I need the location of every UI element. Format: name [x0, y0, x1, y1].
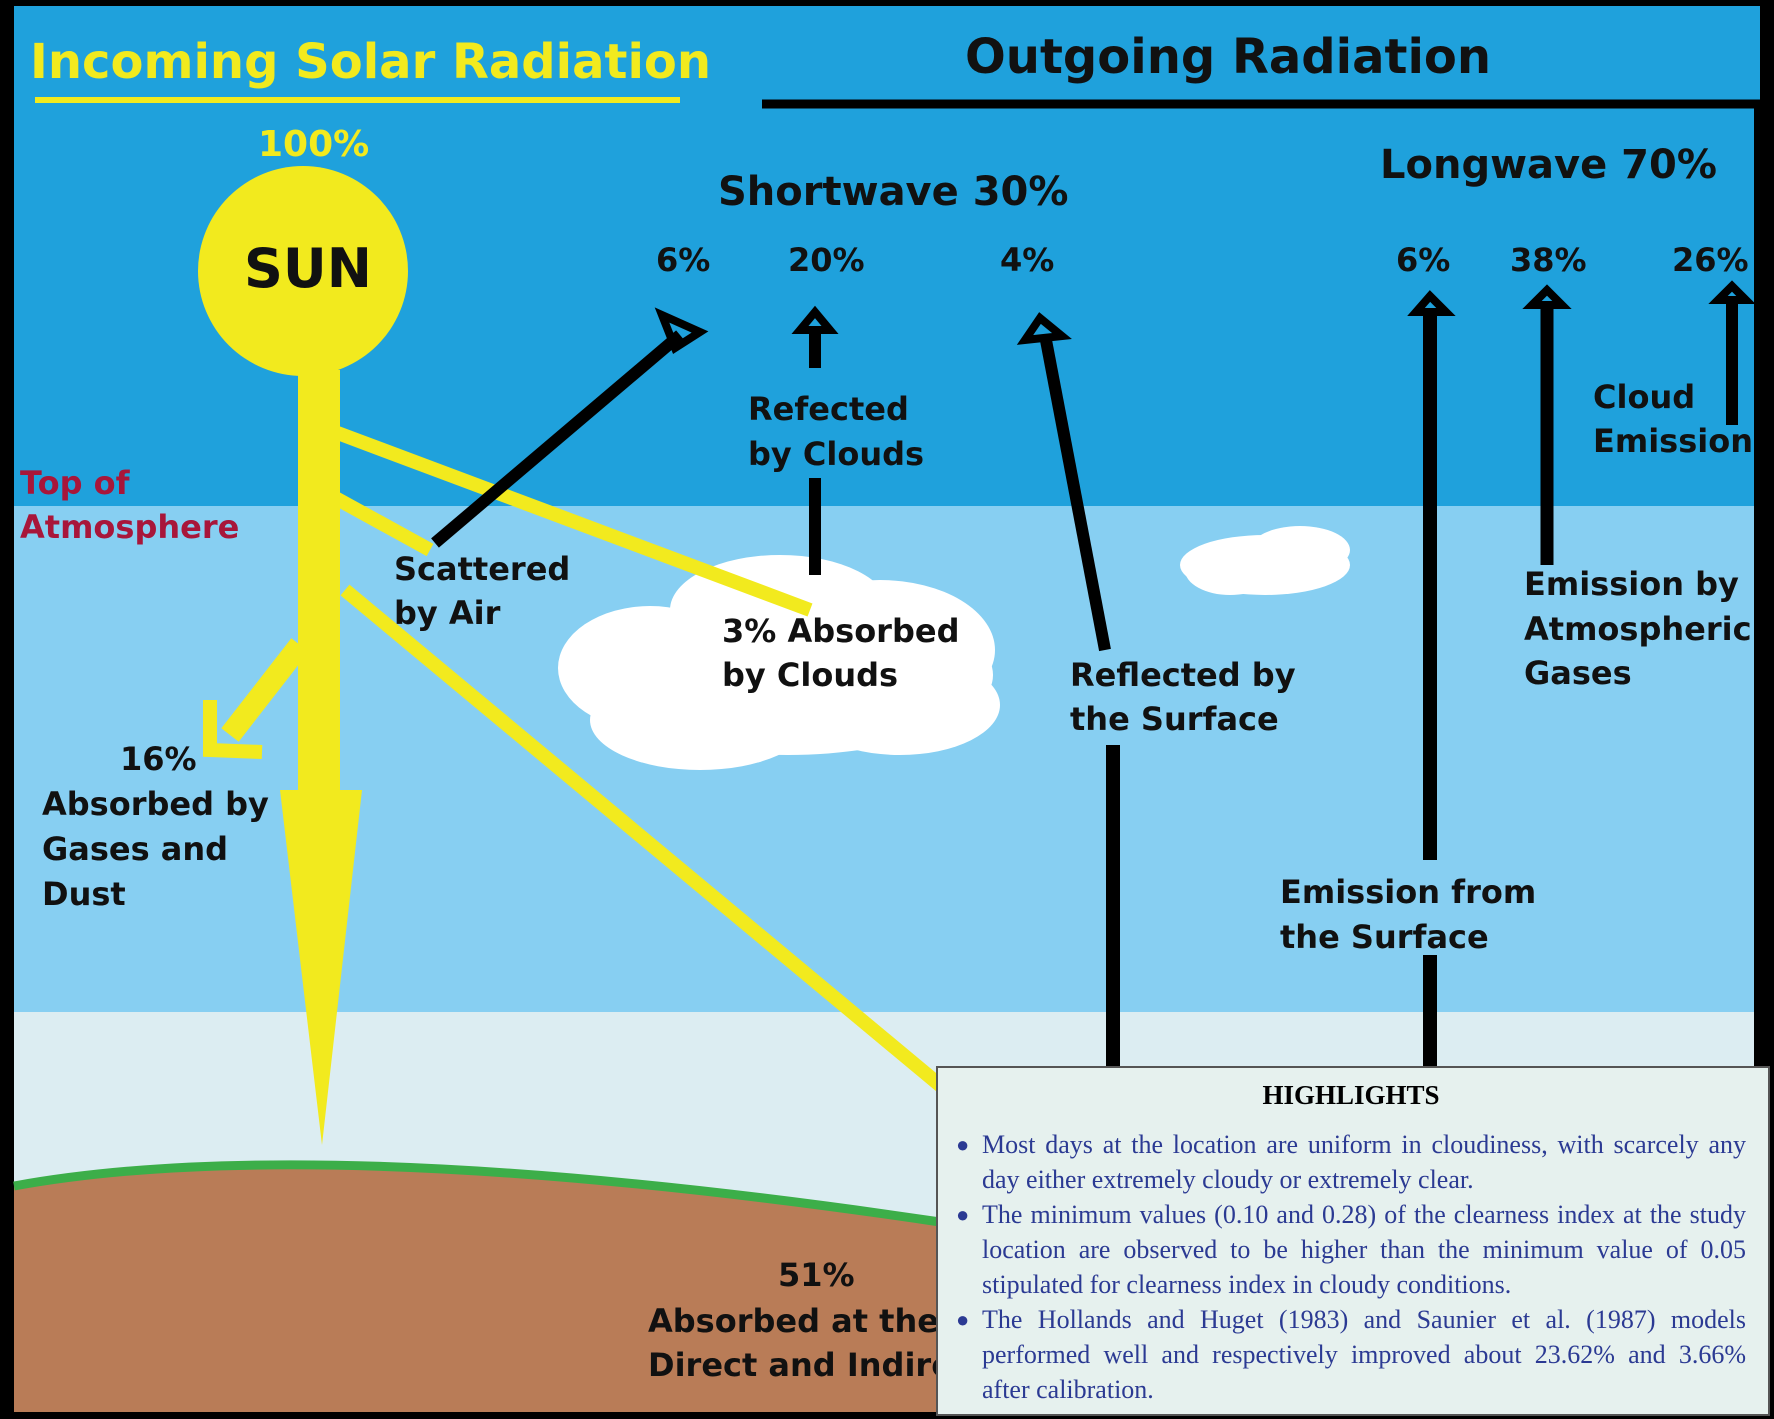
surface-absorbed-line2: Direct and Indire [648, 1346, 953, 1384]
cloud-small [1180, 526, 1350, 595]
bullet-icon: ● [956, 1307, 970, 1332]
scattered-line2: by Air [394, 594, 501, 632]
cloud-absorbed-line2: by Clouds [722, 656, 898, 694]
sun-percent: 100% [258, 124, 369, 165]
sun [198, 166, 408, 376]
ray-down-to-surface [280, 760, 362, 1145]
highlights-box: HIGHLIGHTS ● Most days at the location ar… [936, 1066, 1770, 1416]
outgoing-title: Outgoing Radiation [965, 29, 1491, 85]
cloud-emission-line1: Cloud [1593, 378, 1695, 416]
highlight-text: Most days at the location are uniform in… [982, 1130, 1746, 1194]
pct-clouds-reflected: 20% [788, 241, 865, 279]
gas-emission-line3: Gases [1524, 654, 1632, 692]
cloud-absorbed-line1: 3% Absorbed [722, 612, 959, 650]
shortwave-header: Shortwave 30% [718, 169, 1068, 215]
highlights-list: ● Most days at the location are uniform i… [956, 1127, 1746, 1407]
arrow-surface-emission-head [1407, 290, 1456, 316]
arrow-gas-emission-head [1522, 284, 1572, 309]
highlight-item: ● The minimum values (0.10 and 0.28) of t… [956, 1197, 1746, 1302]
surface-emission-line1: Emission from [1280, 873, 1536, 911]
highlight-text: The Hollands and Huget (1983) and Saunie… [982, 1305, 1746, 1404]
surface-reflected-line1: Reflected by [1070, 656, 1296, 694]
pct-gas-emission: 38% [1510, 241, 1587, 279]
arrow-clouds-head [791, 305, 839, 334]
incoming-title: Incoming Solar Radiation [30, 34, 711, 90]
gas-emission-line2: Atmospheric [1524, 610, 1752, 648]
refected-clouds-line2: by Clouds [748, 435, 924, 473]
sun-label: SUN [244, 237, 372, 300]
highlight-item: ● Most days at the location are uniform i… [956, 1127, 1746, 1197]
ray-to-cloud [332, 425, 813, 617]
highlights-title: HIGHLIGHTS [1262, 1080, 1440, 1110]
surface-absorbed-line1: Absorbed at the [648, 1302, 939, 1340]
surface-emission-line2: the Surface [1280, 918, 1489, 956]
gases-line3: Dust [42, 875, 126, 913]
arrow-surface-reflect-upper [1039, 333, 1111, 652]
pct-scattered: 6% [656, 241, 710, 279]
gas-emission-line1: Emission by [1524, 565, 1739, 603]
pct-cloud-emission: 26% [1672, 241, 1749, 279]
pct-surface-reflected: 4% [1000, 241, 1054, 279]
scattered-line1: Scattered [394, 550, 570, 588]
gases-line1: Absorbed by [42, 785, 269, 823]
bullet-icon: ● [956, 1202, 970, 1227]
highlight-text: The minimum values (0.10 and 0.28) of th… [982, 1200, 1746, 1299]
ray-to-gases-head [203, 700, 263, 759]
bullet-icon: ● [956, 1132, 970, 1157]
toa-line2: Atmosphere [20, 508, 239, 546]
pct-surface-emission: 6% [1396, 241, 1450, 279]
ray-to-gases [221, 638, 309, 742]
surface-reflected-line2: the Surface [1070, 700, 1279, 738]
gases-line2: Gases and [42, 830, 228, 868]
surface-absorbed-percent: 51% [778, 1256, 855, 1294]
ray-scattered-air [326, 488, 434, 557]
highlight-item: ● The Hollands and Huget (1983) and Sauni… [956, 1302, 1746, 1407]
gases-percent: 16% [120, 740, 197, 778]
grass-line [13, 1160, 941, 1227]
arrow-scattered-air [431, 330, 684, 548]
ground [14, 1164, 940, 1412]
ray-to-surface-right [340, 584, 953, 1098]
sun-beam-trunk [298, 370, 340, 770]
toa-line1: Top of [20, 464, 131, 502]
longwave-header: Longwave 70% [1380, 142, 1717, 188]
refected-clouds-line1: Refected [748, 390, 909, 428]
arrow-cloud-emission-head [1708, 280, 1756, 304]
cloud-emission-line2: Emission [1593, 422, 1753, 460]
arrow-surface-reflect-head [1016, 312, 1072, 345]
arrow-scattered-air-head [654, 307, 709, 354]
